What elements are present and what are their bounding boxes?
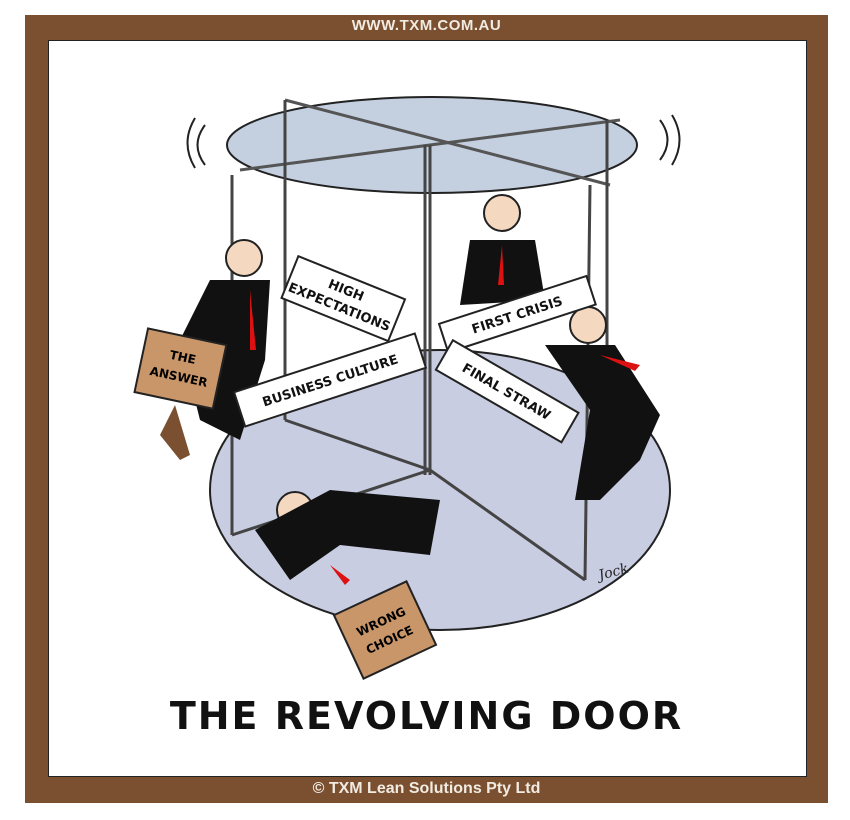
website-url: WWW.TXM.COM.AU [351,17,502,34]
svg-text:THE: THE [168,348,197,367]
businessman-right [545,306,660,500]
cartoon-title: THE REVOLVING DOOR [169,694,684,738]
businessman-fallen [255,490,440,585]
motion-lines [186,114,681,169]
copyright-notice: © TXM Lean Solutions Pty Ltd [312,780,541,797]
briefcase-wrong-choice: WRONG CHOICE [332,580,438,680]
sign-high-expectations: HIGH EXPECTATIONS [280,254,407,343]
briefcase-the-answer: THE ANSWER [133,327,228,410]
businessman-top-right [460,194,545,305]
